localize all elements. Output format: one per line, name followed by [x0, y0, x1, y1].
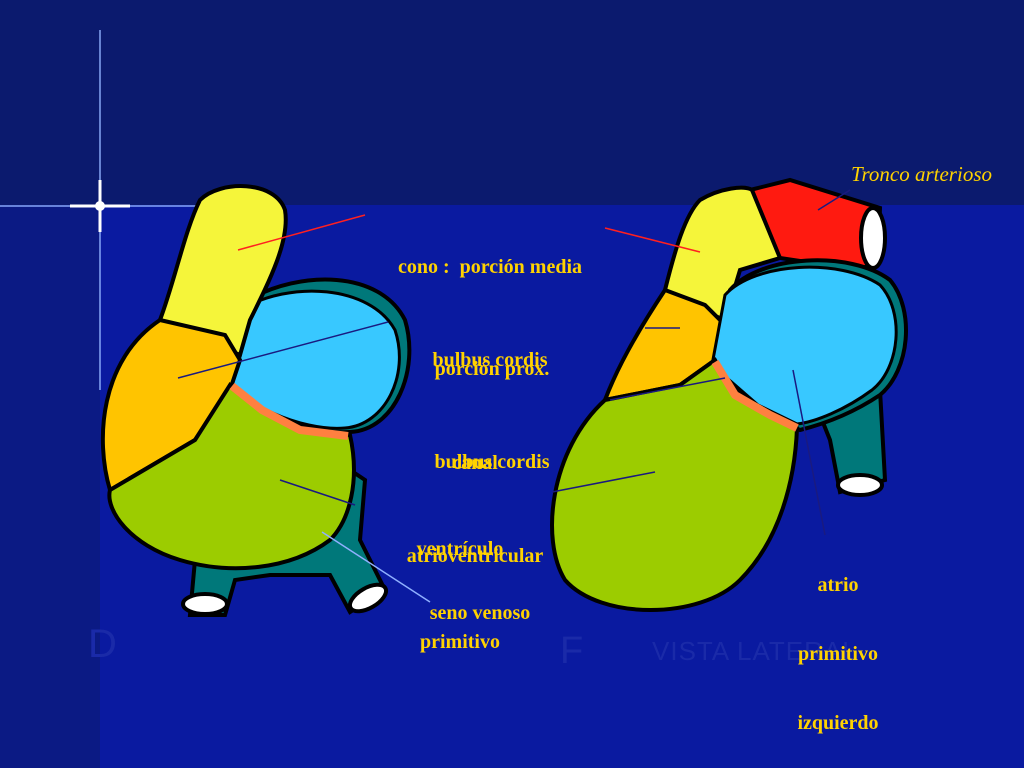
label-ventriculo: ventrículo primitivo — [395, 472, 525, 720]
label-atrio-line3: izquierdo — [797, 712, 879, 734]
right-ventriculo — [550, 357, 800, 612]
background-top-band — [0, 0, 1024, 205]
label-canal-av: canal atrioventricular — [385, 386, 565, 634]
left-ventriculo — [107, 382, 356, 571]
label-prox-line1: porción prox. — [434, 358, 550, 380]
label-atrio: atrio primitivo izquierdo — [778, 528, 898, 768]
label-vent-line2: primitivo — [420, 631, 500, 653]
background-left-band — [0, 205, 100, 768]
ghost-letter-right: F — [560, 630, 585, 672]
right-porcion-prox — [710, 265, 898, 426]
left-canal-av — [229, 382, 349, 440]
label-cono-line2: bulbus cordis — [432, 349, 548, 371]
right-heart — [550, 177, 908, 612]
left-heart — [100, 184, 431, 617]
sparkle-decoration — [0, 30, 200, 390]
label-atrio-line1: atrio — [817, 574, 859, 596]
ghost-vista-lateral: VISTA LATERAL — [652, 636, 858, 666]
label-cono-line1: cono : porción media — [397, 256, 583, 278]
label-canal-line1: canal — [452, 452, 498, 474]
label-canal-line2: atrioventricular — [406, 545, 544, 567]
label-seno-venoso: seno venoso — [429, 602, 531, 624]
label-atrio-line2: primitivo — [798, 643, 878, 665]
ghost-letter-left: D — [88, 622, 118, 666]
left-cono — [157, 184, 288, 358]
label-tronco-arterioso: Tronco arterioso — [851, 162, 992, 186]
label-porcion-prox: porción prox. bulbus cordis — [412, 292, 572, 540]
label-vent-line1: ventrículo — [416, 538, 504, 560]
label-cono: cono : porción media bulbus cordis — [374, 190, 606, 438]
label-prox-line2: bulbus cordis — [434, 451, 550, 473]
